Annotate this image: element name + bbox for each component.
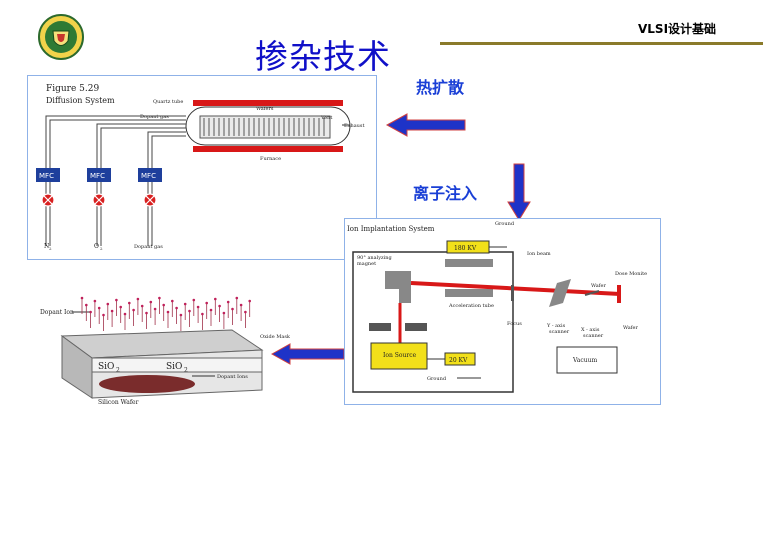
svg-text:MFC: MFC	[90, 172, 105, 180]
diffusion-label: 热扩散	[416, 78, 465, 97]
figure-caption: Diffusion System	[46, 96, 115, 105]
diffusion-system-figure: Figure 5.29 Diffusion System Quartz tube…	[27, 75, 377, 260]
svg-text:SiO: SiO	[98, 362, 114, 372]
down-arrow-icon	[507, 163, 531, 221]
slide-title: 掺杂技术	[255, 37, 391, 76]
svg-text:Wafer: Wafer	[591, 283, 606, 289]
svg-text:Dopant gas: Dopant gas	[140, 114, 169, 120]
svg-text:Quartz tube: Quartz tube	[153, 99, 183, 105]
svg-text:Vent: Vent	[320, 115, 332, 121]
svg-text:Dose Monite: Dose Monite	[615, 271, 647, 277]
svg-text:scanner: scanner	[549, 329, 570, 335]
svg-text:180 KV: 180 KV	[454, 245, 477, 252]
title-rule	[440, 42, 763, 45]
svg-text:Focus: Focus	[507, 321, 522, 327]
valve-icons	[41, 193, 157, 207]
svg-text:90° analyzing: 90° analyzing	[357, 255, 393, 261]
left-arrow-icon	[385, 113, 466, 137]
svg-text:2: 2	[116, 367, 120, 374]
svg-text:MFC: MFC	[39, 172, 54, 180]
svg-text:N: N	[44, 243, 49, 250]
svg-text:Furnace: Furnace	[260, 156, 281, 162]
svg-text:Vacuum: Vacuum	[572, 357, 597, 364]
ion-implant-label: 离子注入	[413, 184, 478, 203]
svg-text:2: 2	[184, 367, 188, 374]
svg-text:SiO: SiO	[166, 362, 182, 372]
svg-text:Y - axis: Y - axis	[546, 323, 566, 329]
ion-implantation-figure: Ion Implantation System Ground 180 KV 90…	[344, 218, 661, 405]
svg-text:Dopant gas: Dopant gas	[134, 244, 163, 250]
svg-text:Ion beam: Ion beam	[527, 251, 551, 257]
svg-text:Wafer: Wafer	[623, 325, 638, 331]
figure-number: Figure 5.29	[46, 84, 99, 94]
mfc-boxes: MFC MFC MFC	[36, 168, 162, 182]
svg-text:Oxide Mask: Oxide Mask	[260, 334, 291, 340]
svg-text:O: O	[94, 243, 99, 250]
svg-text:2: 2	[100, 246, 103, 251]
svg-text:Wafers: Wafers	[256, 106, 274, 112]
svg-text:Acceleration tube: Acceleration tube	[448, 303, 494, 309]
svg-text:Silicon Wafer: Silicon Wafer	[98, 399, 139, 406]
wafer-stack	[199, 115, 331, 139]
svg-text:Exhaust: Exhaust	[344, 123, 364, 129]
svg-text:scanner: scanner	[583, 333, 604, 339]
university-logo-icon	[38, 14, 84, 60]
svg-text:20 KV: 20 KV	[449, 357, 468, 364]
svg-text:Ion Source: Ion Source	[383, 352, 417, 359]
svg-text:Dopant Ion: Dopant Ion	[40, 309, 74, 316]
svg-text:Ion Implantation System: Ion Implantation System	[347, 225, 435, 233]
course-name: VLSI设计基础	[638, 22, 717, 36]
svg-text:2: 2	[49, 246, 52, 251]
svg-text:magnet: magnet	[357, 261, 376, 267]
svg-text:X - axis: X - axis	[581, 327, 600, 333]
svg-text:Dopant Ions: Dopant Ions	[217, 374, 248, 380]
dopant-ion-rain	[80, 296, 251, 331]
svg-text:MFC: MFC	[141, 172, 156, 180]
svg-text:Ground: Ground	[427, 376, 447, 382]
svg-text:Ground: Ground	[495, 221, 515, 227]
wafer-cross-section-figure: Dopant Ion SiO 2 SiO 2 Oxide Mask Dopant…	[32, 288, 319, 410]
